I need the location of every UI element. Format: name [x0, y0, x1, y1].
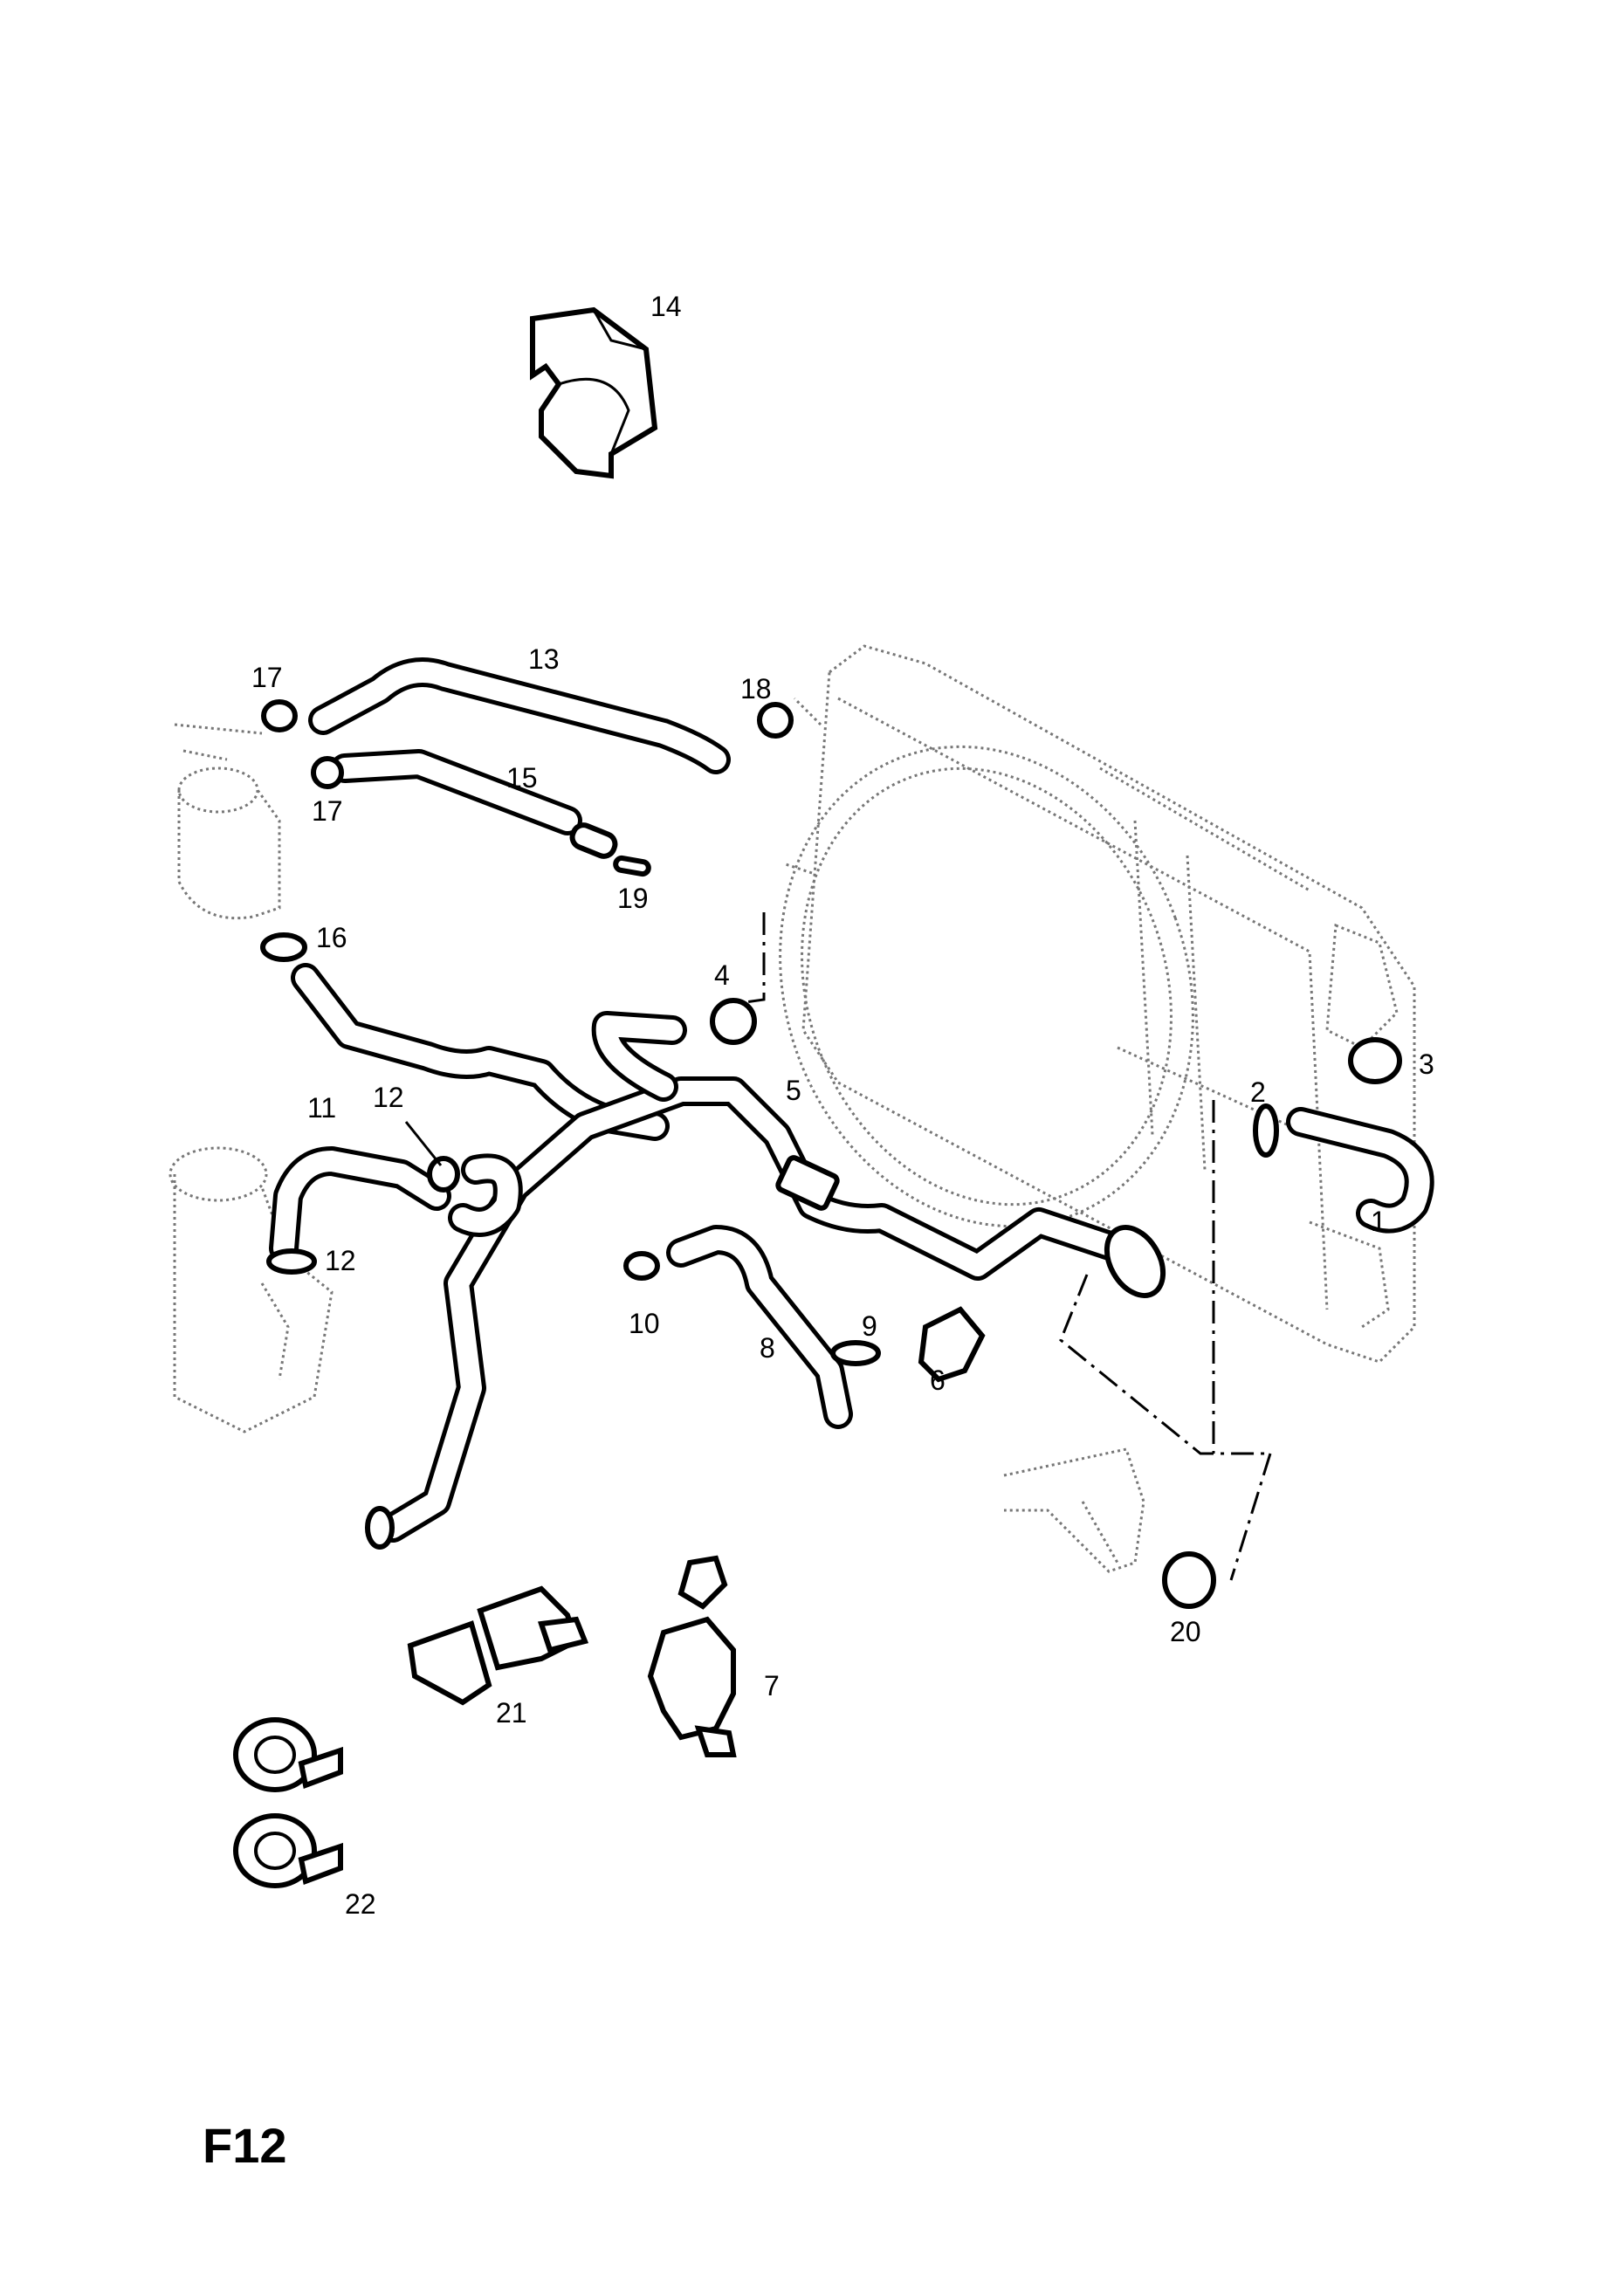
bracket-14	[530, 306, 658, 479]
clip-7	[647, 1555, 737, 1757]
label-9: 9	[862, 1310, 877, 1342]
hose-8	[666, 1225, 853, 1429]
label-13: 13	[528, 643, 560, 675]
label-21: 21	[496, 1697, 527, 1729]
label-19: 19	[617, 883, 649, 914]
label-3: 3	[1419, 1048, 1434, 1080]
clamps	[260, 699, 1402, 1609]
label-1: 1	[1371, 1206, 1386, 1237]
label-18: 18	[740, 673, 772, 705]
reference-lines	[732, 912, 1272, 1581]
engine-outline	[168, 1146, 334, 1433]
hose-11	[269, 1146, 451, 1263]
hose-15	[330, 749, 618, 859]
hose-16	[291, 963, 670, 1141]
label-5: 5	[786, 1075, 801, 1106]
part-labels: 14 13 17 18 15 17 19 16 4 3 5 11 12 2 1 …	[251, 291, 1434, 1920]
label-8: 8	[760, 1332, 775, 1364]
expansion-tank-outline	[174, 723, 281, 920]
label-17a: 17	[251, 662, 283, 693]
hose-13	[308, 657, 731, 774]
label-12b: 12	[325, 1245, 356, 1276]
hose-1	[1286, 1107, 1434, 1234]
label-2: 2	[1250, 1076, 1266, 1108]
label-16: 16	[316, 922, 347, 953]
label-12a: 12	[373, 1082, 404, 1113]
label-15: 15	[506, 762, 538, 794]
label-22: 22	[345, 1888, 376, 1920]
hose-12	[448, 1153, 523, 1237]
label-6: 6	[930, 1365, 946, 1396]
label-17b: 17	[312, 795, 343, 827]
clip-22	[233, 1717, 343, 1888]
pump-outline	[1003, 1447, 1145, 1573]
label-4: 4	[714, 959, 730, 991]
label-7: 7	[764, 1670, 780, 1701]
elbow-connector	[591, 1011, 687, 1102]
leader-12	[404, 1121, 443, 1166]
clip-21	[407, 1585, 589, 1706]
diagram-code: F12	[203, 2118, 287, 2173]
label-20: 20	[1170, 1616, 1201, 1647]
label-14: 14	[650, 291, 682, 322]
clip-6	[918, 1306, 986, 1383]
radiator-outline	[779, 644, 1416, 1364]
label-10: 10	[629, 1308, 660, 1339]
label-11: 11	[307, 1092, 336, 1124]
